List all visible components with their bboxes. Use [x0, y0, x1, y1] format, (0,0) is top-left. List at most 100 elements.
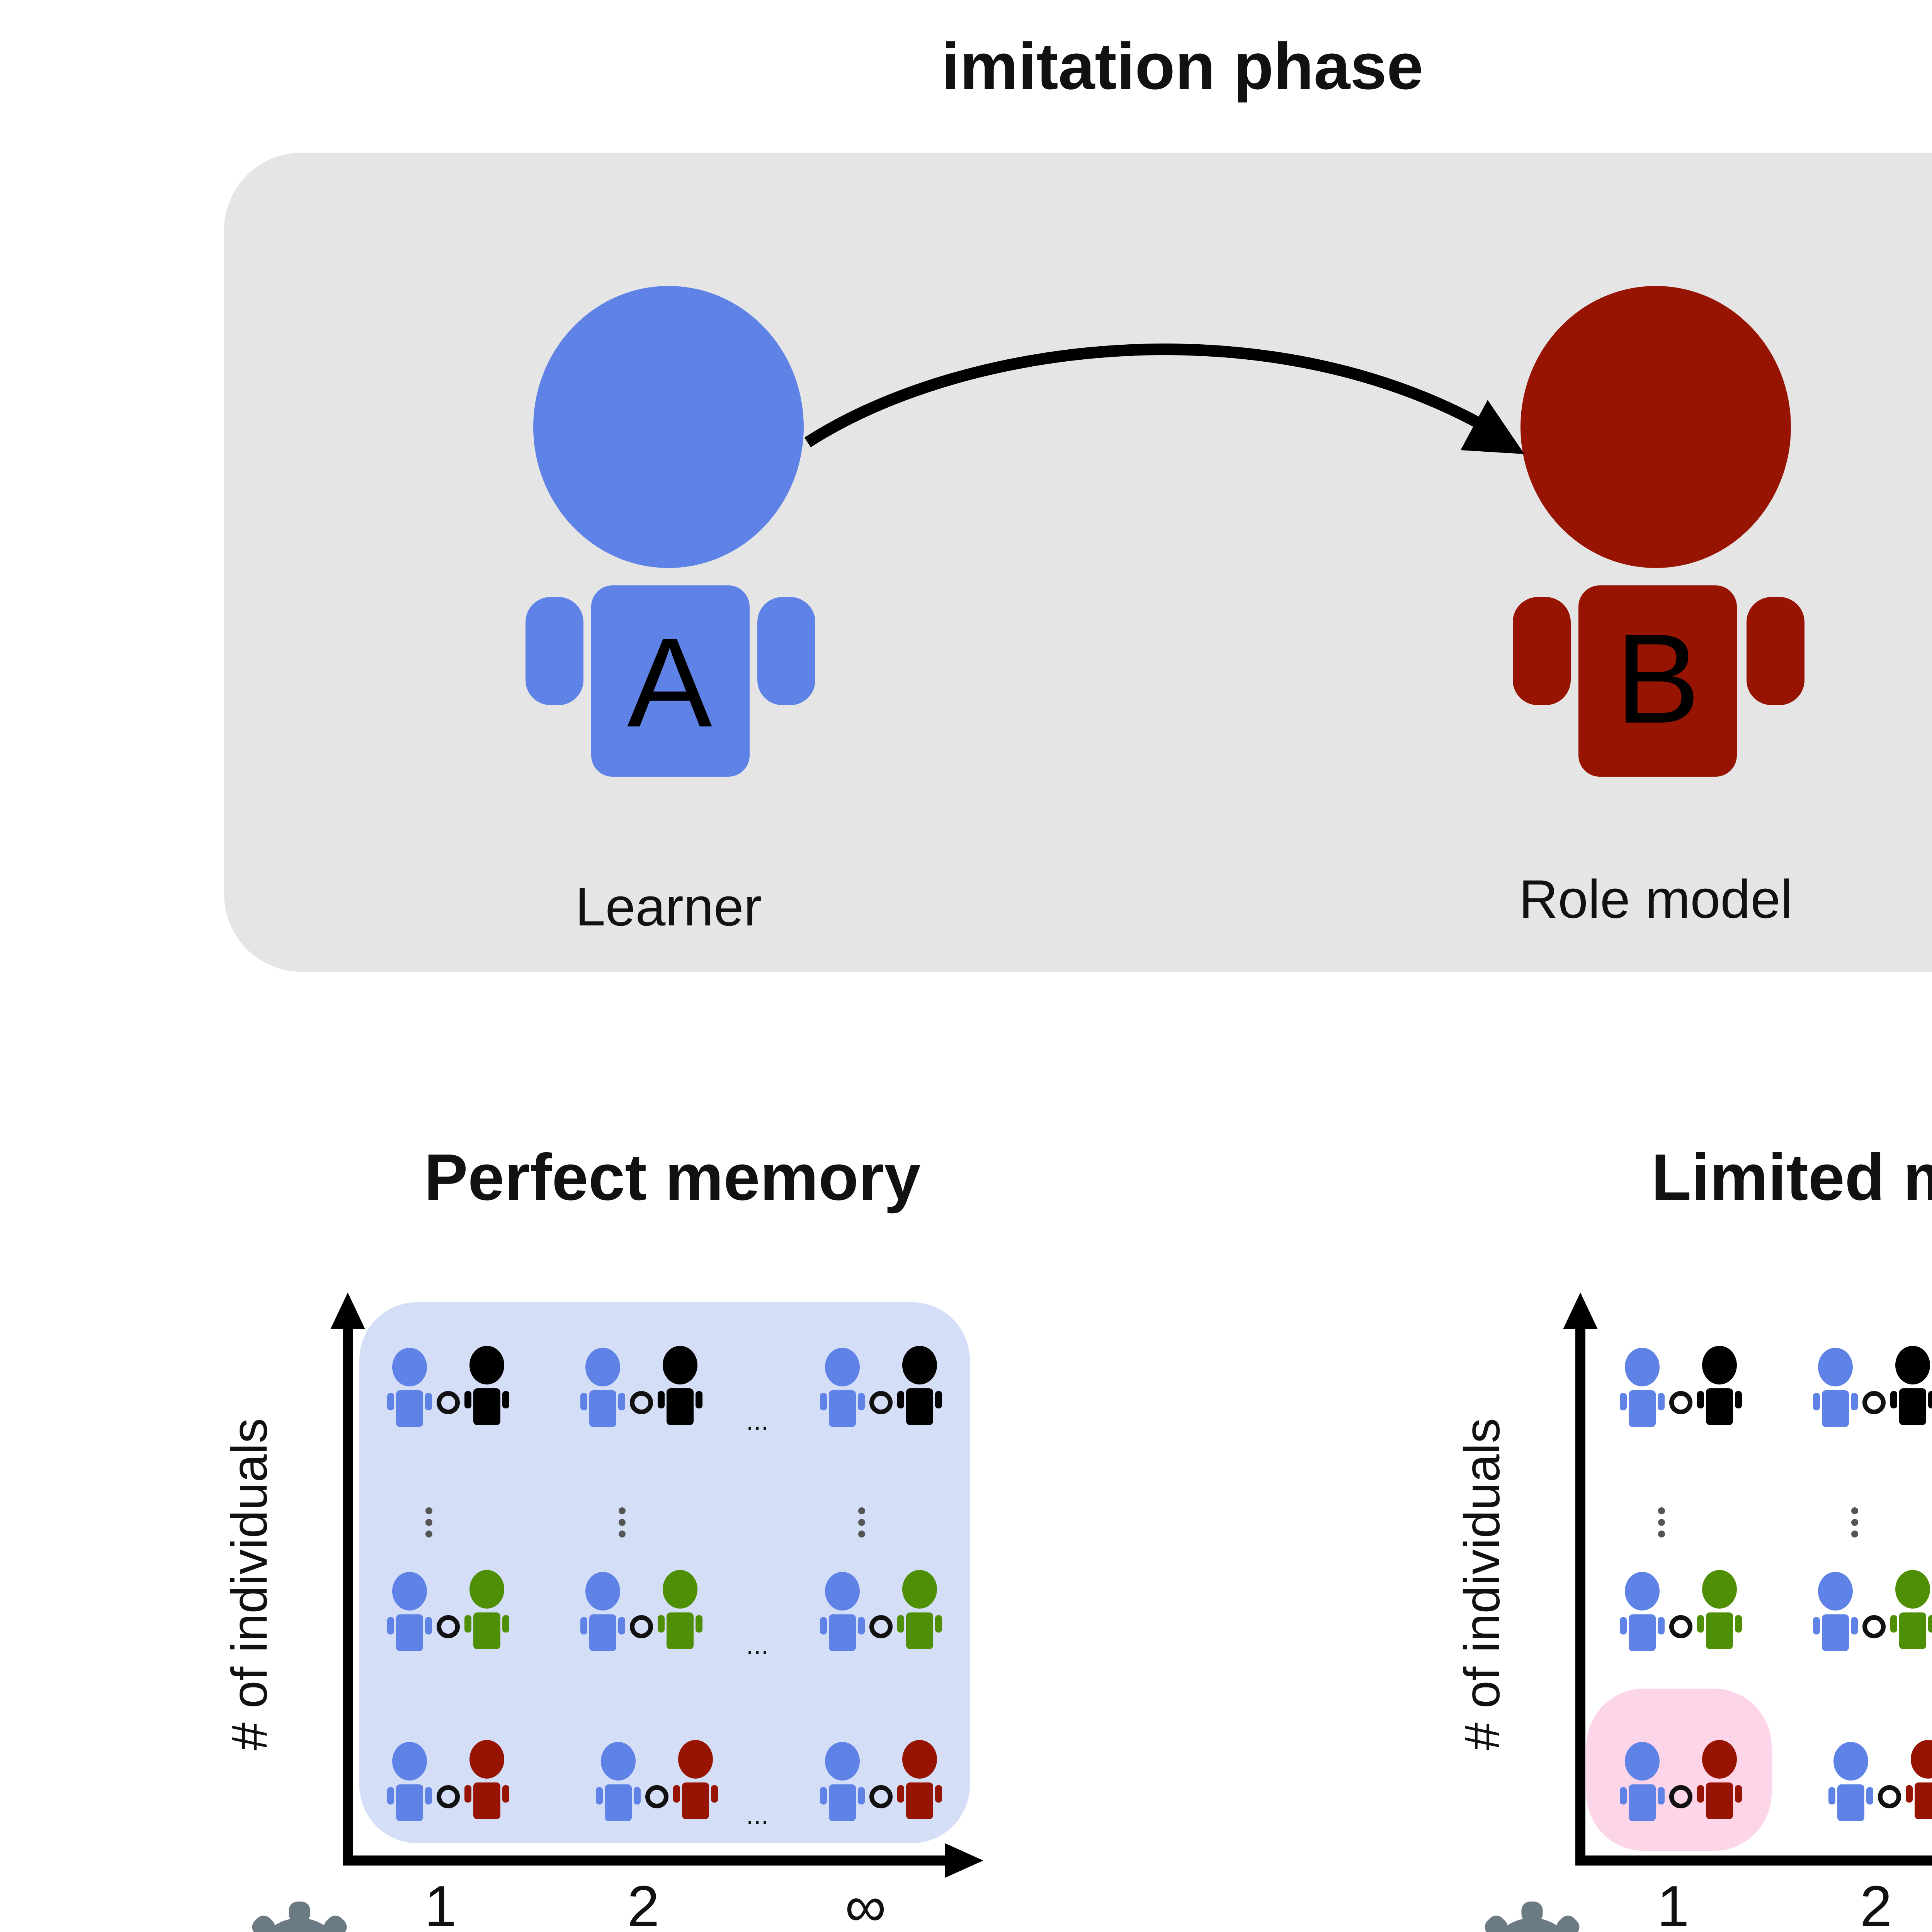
partner-mini [897, 1740, 942, 1819]
imitation-arrowhead [1461, 400, 1524, 454]
partner-mini-left-arm [1906, 1785, 1913, 1803]
partner-mini [673, 1740, 718, 1819]
learner-mini-right-arm [425, 1617, 432, 1634]
partner-mini-head [1702, 1740, 1737, 1779]
learner-mini-right-arm [618, 1393, 625, 1410]
x-tick-label: 2 [627, 1874, 659, 1932]
learner-mini-head [1625, 1742, 1660, 1781]
partner-mini [658, 1570, 702, 1649]
partner-mini-body [1706, 1612, 1733, 1649]
vertical-ellipsis-dot [1658, 1507, 1665, 1514]
role-model-head [1520, 286, 1791, 568]
partner-mini-body [906, 1388, 933, 1425]
learner-mini-left-arm [1620, 1617, 1627, 1634]
learner-mini [387, 1572, 432, 1651]
learner-mini-right-arm [1658, 1617, 1665, 1634]
grid-cell [387, 1570, 509, 1651]
learner-mini-head [825, 1348, 860, 1386]
link-ring-icon [1669, 1391, 1692, 1414]
learner-mini-left-arm [387, 1787, 394, 1804]
learner-mini [1813, 1348, 1858, 1427]
learner-mini-head [585, 1572, 620, 1611]
role-model-figure: B [1513, 286, 1804, 777]
partner-mini-right-arm [696, 1615, 702, 1633]
partner-mini-right-arm [1735, 1785, 1742, 1803]
learner-mini-right-arm [1851, 1617, 1858, 1634]
learner-mini [820, 1572, 865, 1651]
partner-mini-left-arm [1697, 1391, 1704, 1408]
partner-mini-head [469, 1740, 504, 1779]
link-ring-icon [437, 1391, 460, 1414]
partner-mini-right-arm [711, 1785, 718, 1803]
vertical-ellipsis-dot [1658, 1519, 1665, 1526]
learner-mini-body [396, 1614, 423, 1651]
learner-head [533, 286, 804, 568]
learner-left-arm [526, 597, 583, 705]
learner-mini-right-arm [858, 1393, 865, 1410]
horizontal-ellipsis: ... [746, 1405, 769, 1435]
vertical-ellipsis-dot [1851, 1531, 1858, 1537]
learner-mini-head [392, 1742, 427, 1781]
role-model-label: Role model [1519, 869, 1793, 929]
gear-icon [252, 1901, 347, 1932]
partner-mini-head [902, 1570, 937, 1609]
y-axis-label: # of individuals [1454, 1418, 1510, 1750]
link-ring-icon [1862, 1615, 1886, 1638]
partner-mini-head [1702, 1570, 1737, 1609]
link-ring-icon [630, 1615, 653, 1638]
partner-mini-left-arm [897, 1391, 904, 1408]
x-tick-label: 2 [1860, 1874, 1892, 1932]
learner-mini-body [589, 1614, 616, 1651]
link-ring-icon [1669, 1615, 1692, 1638]
grid-cell [387, 1346, 509, 1427]
learner-mini [1620, 1742, 1665, 1821]
learner-mini-right-arm [1658, 1393, 1665, 1410]
gear-icon [1485, 1901, 1580, 1932]
partner-mini-body [1706, 1782, 1733, 1819]
learner-mini-right-arm [634, 1787, 641, 1804]
learner-mini [1620, 1572, 1665, 1651]
partner-mini-head [678, 1740, 713, 1779]
learner-mini-body [1837, 1784, 1864, 1821]
partner-mini-body [906, 1782, 933, 1819]
partner-mini-left-arm [1697, 1785, 1704, 1803]
grid-cell [1828, 1740, 1932, 1821]
learner-figure: A [526, 286, 815, 777]
learner-mini-left-arm [387, 1393, 394, 1410]
partner-mini-left-arm [464, 1615, 471, 1633]
partner-mini-right-arm [1735, 1391, 1742, 1408]
partner-mini [1697, 1570, 1742, 1649]
learner-mini-head [601, 1742, 636, 1781]
learner-mini-left-arm [1813, 1393, 1820, 1410]
y-axis-arrowhead [330, 1293, 365, 1329]
partner-mini-body [1899, 1388, 1926, 1425]
partner-mini-right-arm [1928, 1391, 1932, 1408]
role-model-right-arm [1747, 597, 1804, 705]
partner-mini-right-arm [1735, 1615, 1742, 1633]
grid-cell [1813, 1346, 1932, 1427]
learner-mini-right-arm [425, 1787, 432, 1804]
learner-mini-left-arm [820, 1617, 827, 1634]
learner-mini-body [396, 1390, 423, 1427]
link-ring-icon [1878, 1785, 1901, 1808]
gear-tooth [252, 1915, 275, 1932]
partner-mini-head [1911, 1740, 1932, 1779]
x-tick-label: 1 [424, 1874, 456, 1932]
partner-mini-body [667, 1388, 694, 1425]
learner-mini-left-arm [1813, 1617, 1820, 1634]
partner-mini-right-arm [502, 1615, 509, 1633]
partner-mini-left-arm [897, 1615, 904, 1633]
grid-cell [820, 1346, 942, 1427]
learner-mini-left-arm [1620, 1787, 1627, 1804]
partner-mini-right-arm [935, 1615, 942, 1633]
learner-mini-left-arm [580, 1393, 587, 1410]
learner-mini-head [392, 1572, 427, 1611]
vertical-ellipsis-dot [858, 1507, 865, 1514]
gear-tooth [324, 1915, 347, 1932]
grid-cell [580, 1570, 702, 1651]
learner-mini [387, 1348, 432, 1427]
vertical-ellipsis-dot [858, 1531, 865, 1537]
partner-mini-body [906, 1612, 933, 1649]
